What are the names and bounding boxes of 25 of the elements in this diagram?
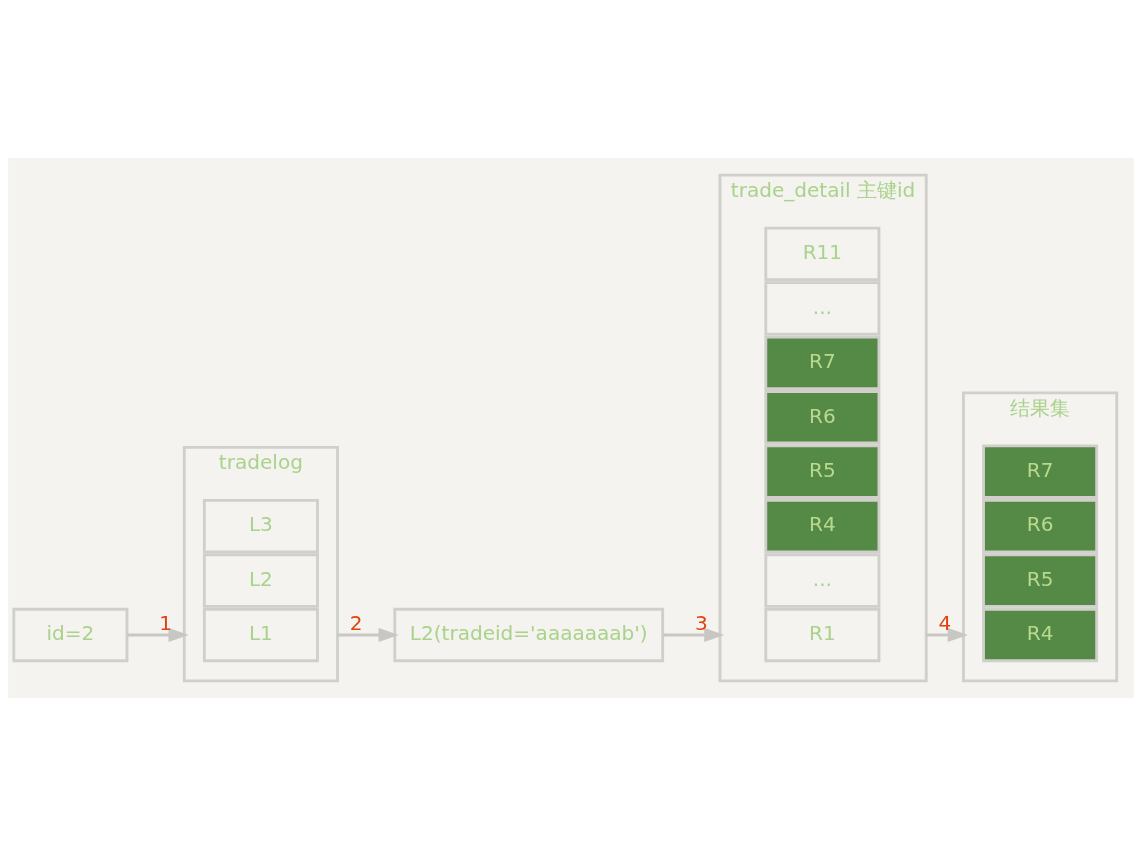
edge-label: 3 bbox=[694, 610, 708, 635]
node-box: L2(tradeid='aaaaaaab') bbox=[393, 607, 665, 663]
edge-label: 2 bbox=[349, 610, 363, 635]
node-box: id=2 bbox=[12, 607, 129, 663]
node-box: R5 bbox=[764, 444, 881, 499]
node-box: R6 bbox=[764, 390, 881, 445]
edge-label: 1 bbox=[159, 610, 173, 635]
node-box: R7 bbox=[982, 444, 1099, 499]
node-box: R11 bbox=[764, 226, 881, 282]
node-box: R6 bbox=[982, 498, 1099, 554]
arrow bbox=[926, 627, 968, 642]
node-box: R4 bbox=[764, 498, 881, 554]
node-box: L1 bbox=[202, 607, 319, 663]
node-box: L3 bbox=[202, 498, 319, 554]
node-box: L2 bbox=[202, 553, 319, 608]
node-box: R5 bbox=[982, 553, 1099, 608]
node-box: R4 bbox=[982, 607, 1099, 663]
arrow bbox=[127, 627, 189, 642]
edge-label: 4 bbox=[938, 610, 952, 635]
node-box: ... bbox=[764, 281, 881, 336]
arrow bbox=[337, 627, 399, 642]
node-box: R1 bbox=[764, 607, 881, 663]
node-box: ... bbox=[764, 553, 881, 608]
arrow bbox=[662, 627, 725, 642]
node-box: R7 bbox=[764, 335, 881, 391]
